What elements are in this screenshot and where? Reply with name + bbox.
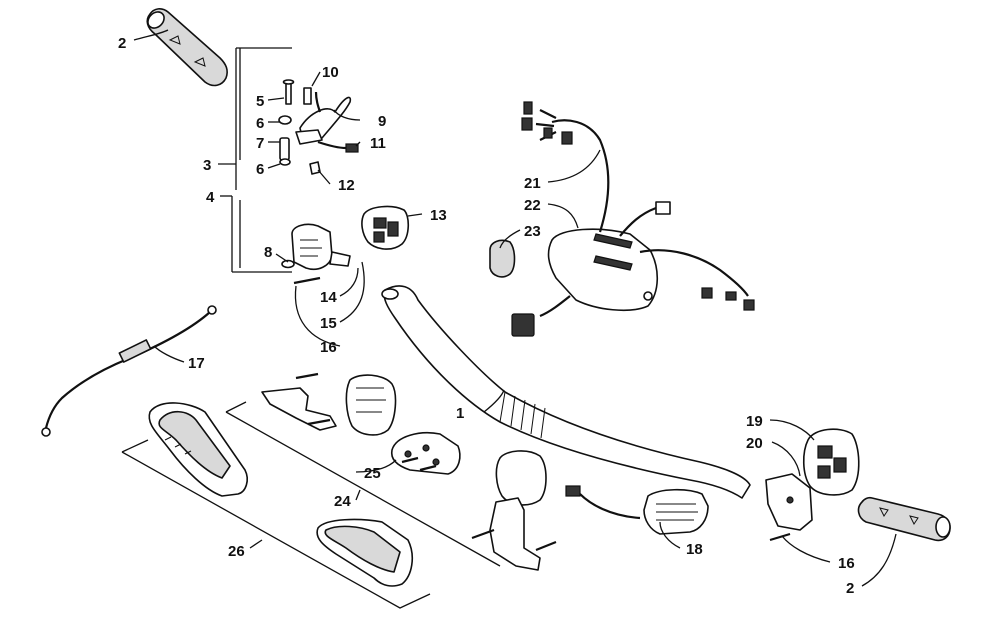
mount-plate [390, 432, 461, 475]
throttle-lever [295, 96, 352, 145]
brake-assembly-left [261, 372, 397, 436]
label-13: 13 [430, 207, 447, 224]
label-26: 26 [228, 543, 245, 560]
label-5: 5 [256, 93, 264, 110]
label-11: 11 [370, 135, 386, 152]
grip-right [857, 496, 951, 542]
handlebar [381, 285, 751, 499]
label-23: 23 [524, 223, 541, 240]
label-2-bottom: 2 [846, 580, 854, 597]
label-10: 10 [322, 64, 339, 81]
control-module [547, 228, 659, 312]
label-22: 22 [524, 197, 541, 214]
handguard-right [316, 518, 414, 587]
label-20: 20 [746, 435, 763, 452]
grip-left [146, 8, 228, 87]
switch-housing-right [802, 428, 860, 496]
label-9: 9 [378, 113, 386, 130]
brake-assembly-right [471, 450, 557, 571]
bracket-right [765, 473, 813, 542]
small-parts-left [278, 79, 359, 175]
label-18: 18 [686, 541, 703, 558]
label-15: 15 [320, 315, 337, 332]
label-16-right: 16 [838, 555, 855, 572]
wiring-connector [565, 485, 709, 535]
throttle-cable [41, 305, 217, 437]
label-25: 25 [364, 465, 381, 482]
group-outlines [121, 401, 501, 609]
label-6-top: 6 [256, 115, 264, 132]
label-3: 3 [203, 157, 211, 174]
label-4: 4 [206, 189, 215, 206]
group-brackets [231, 47, 292, 273]
part-labels: 1 2 2 3 4 5 6 7 6 8 9 10 11 12 13 14 15 … [118, 35, 855, 597]
label-12: 12 [338, 177, 355, 194]
throttle-housing [281, 223, 351, 285]
label-24: 24 [334, 493, 351, 510]
label-21: 21 [524, 175, 541, 192]
handguard-left [148, 402, 248, 497]
label-14: 14 [320, 289, 337, 306]
wiring-harness [489, 101, 755, 337]
label-6-bottom: 6 [256, 161, 264, 178]
label-19: 19 [746, 413, 763, 430]
label-2-top: 2 [118, 35, 126, 52]
switch-housing-left [361, 205, 410, 250]
leader-lines [133, 29, 897, 587]
label-16-left: 16 [320, 339, 337, 356]
label-7: 7 [256, 135, 264, 152]
label-1: 1 [456, 405, 464, 422]
label-17: 17 [188, 355, 205, 372]
label-8: 8 [264, 244, 272, 261]
